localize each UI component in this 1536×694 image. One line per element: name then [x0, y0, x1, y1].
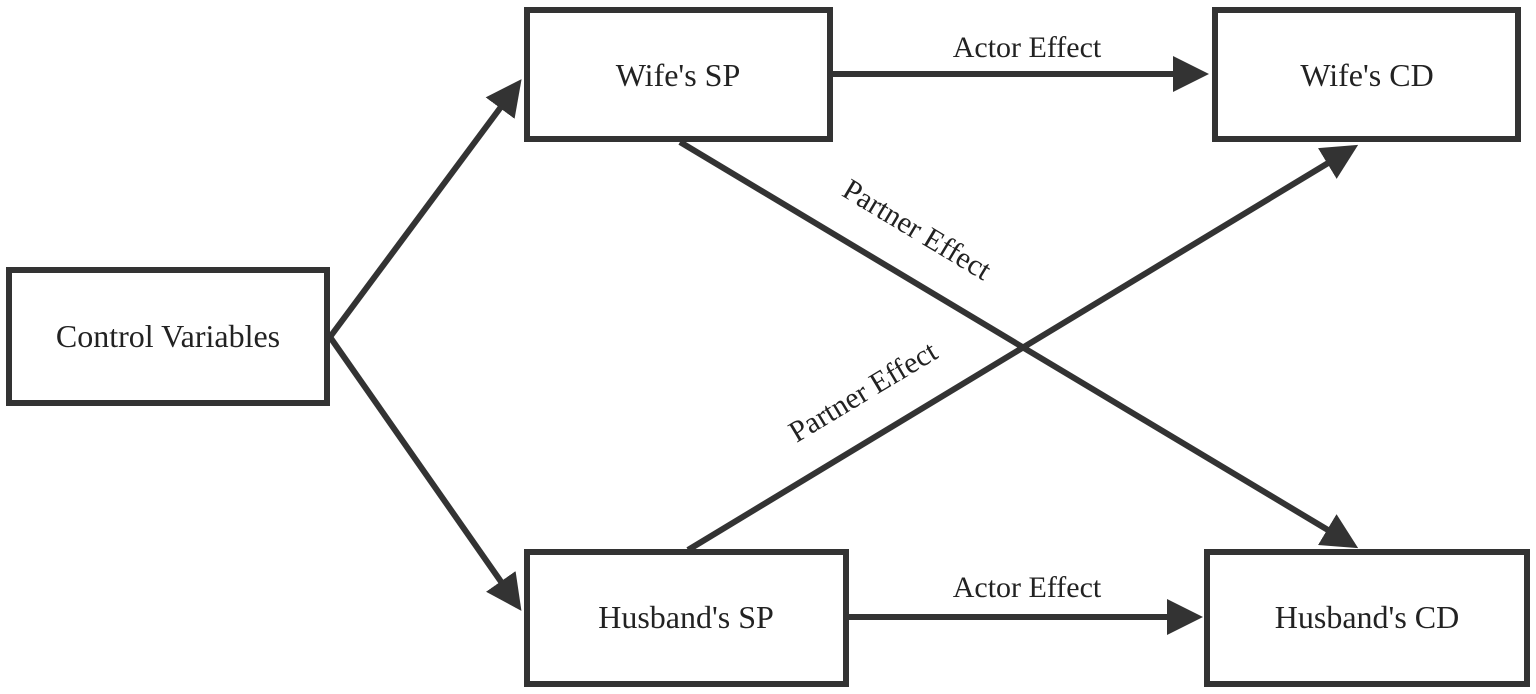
node-wife-sp-label: Wife's SP	[616, 57, 740, 93]
node-control-variables: Control Variables	[6, 267, 330, 406]
node-wife-sp: Wife's SP	[524, 7, 833, 142]
node-control-variables-label: Control Variables	[56, 318, 280, 354]
node-husband-sp: Husband's SP	[524, 549, 849, 687]
husband-partner-effect-label: Partner Effect	[783, 334, 944, 449]
wife-partner-effect-arrow	[678, 139, 1359, 549]
node-husband-sp-label: Husband's SP	[598, 599, 774, 635]
node-husband-cd-label: Husband's CD	[1275, 599, 1459, 635]
control-to-husband-sp-arrow	[327, 335, 522, 611]
wife-actor-effect-label: Actor Effect	[953, 31, 1102, 64]
node-husband-cd: Husband's CD	[1204, 549, 1530, 687]
node-wife-cd: Wife's CD	[1212, 7, 1521, 142]
control-to-wife-sp-arrow	[327, 79, 522, 339]
node-wife-cd-label: Wife's CD	[1300, 57, 1433, 93]
wife-partner-effect-label: Partner Effect	[837, 173, 998, 288]
husband-partner-effect-arrow	[686, 144, 1359, 553]
husband-actor-effect-label: Actor Effect	[953, 571, 1102, 604]
